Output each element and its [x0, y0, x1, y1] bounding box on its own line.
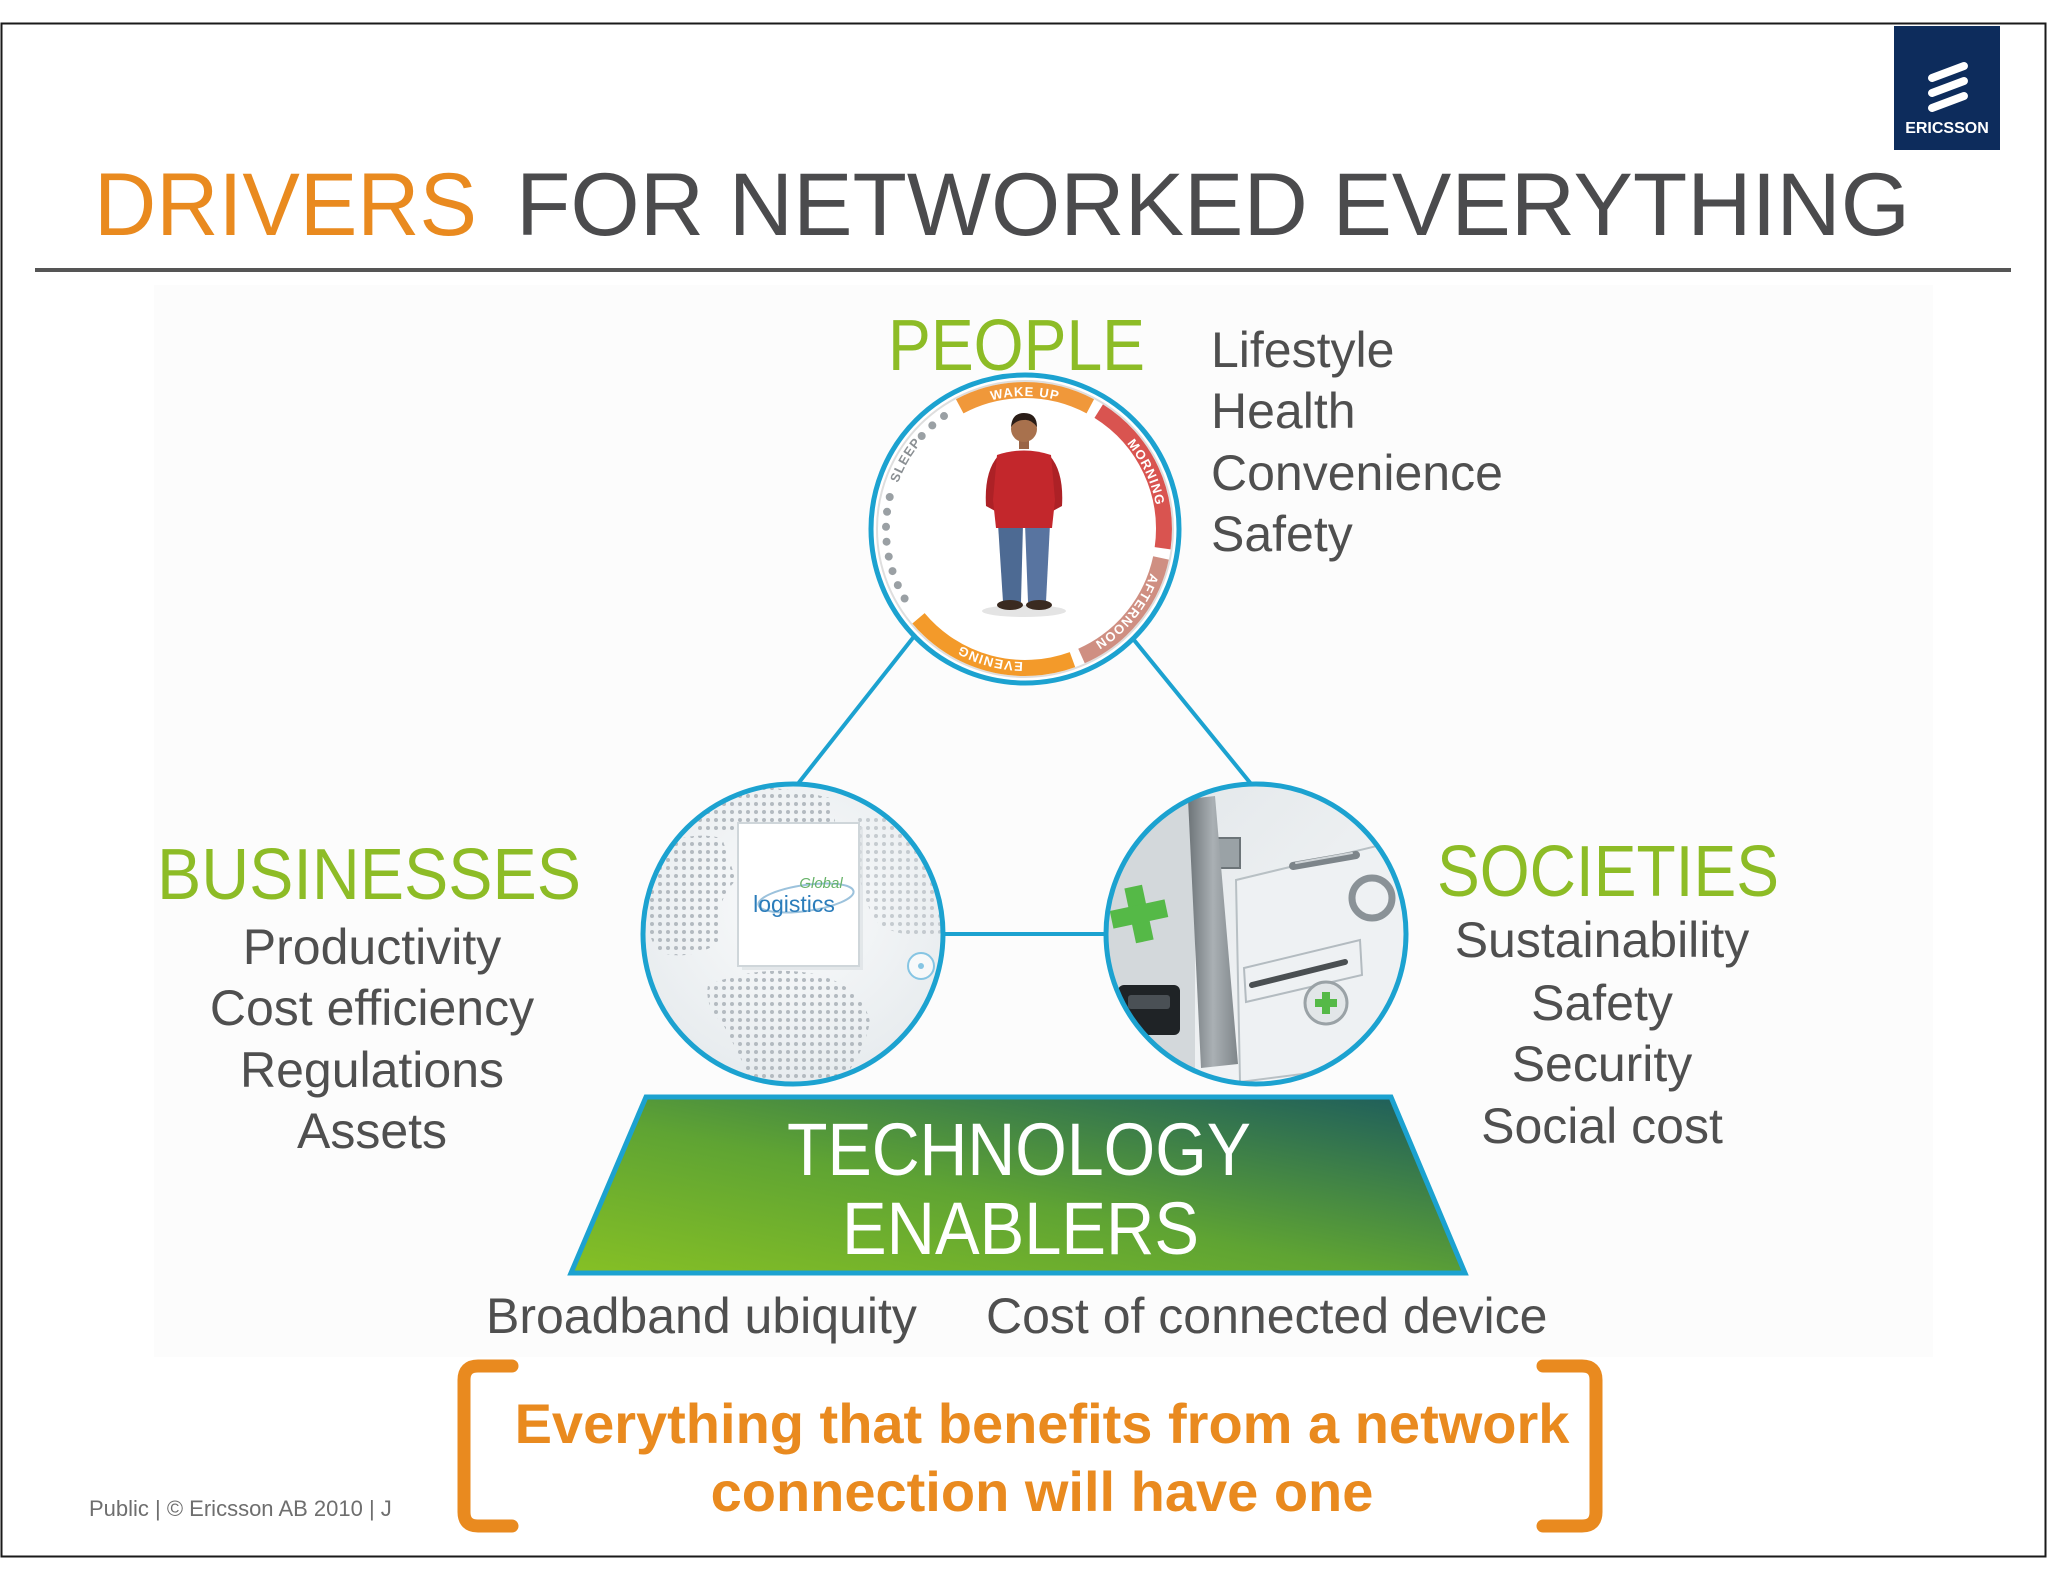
conclusion-callout: Everything that benefits from a network … — [457, 1359, 1603, 1533]
device-pin-highlight — [1295, 852, 1353, 864]
people-circle: WAKE UP MORNING AFTERNOON EVENING SLEEP — [868, 372, 1182, 686]
list-item: Security — [1512, 1036, 1693, 1092]
person-right-leg — [1025, 524, 1050, 602]
conclusion-line1: Everything that benefits from a network — [515, 1392, 1571, 1455]
societies-list: Sustainability Safety Security Social co… — [1455, 912, 1750, 1154]
list-item: Sustainability — [1455, 912, 1750, 968]
list-item: Productivity — [243, 919, 501, 975]
connector-people-businesses — [791, 618, 929, 792]
list-item: Social cost — [1481, 1098, 1723, 1154]
list-item: Cost efficiency — [210, 980, 534, 1036]
person-left-leg — [998, 524, 1023, 602]
logistics-swoosh — [757, 882, 855, 914]
logistics-card-line1: Global — [799, 875, 843, 892]
person-figure — [982, 413, 1066, 617]
device-pin — [1289, 851, 1360, 870]
map-land-west — [645, 835, 736, 956]
businesses-heading: BUSINESSES — [157, 835, 581, 915]
person-right-shoe — [1026, 600, 1052, 610]
enabler-device-cost: Cost of connected device — [986, 1288, 1547, 1344]
title-rest: FOR NETWORKED EVERYTHING — [516, 154, 1910, 254]
list-item: Health — [1211, 383, 1356, 439]
ring-dots-lower — [882, 482, 909, 603]
businesses-circle: Global logistics — [640, 781, 946, 1087]
device-slot-recess — [1242, 938, 1364, 1004]
technology-title-line2: ENABLERS — [842, 1187, 1199, 1270]
list-item: Lifestyle — [1211, 322, 1394, 378]
device-green-cross-icon — [1108, 786, 1404, 1082]
technology-enablers-block: TECHNOLOGY ENABLERS — [567, 1094, 1469, 1276]
ring-outline — [876, 380, 1174, 678]
ericsson-logo: ERICSSON — [1894, 26, 2000, 150]
person-left-shoe — [997, 600, 1023, 610]
footer-text: Public | © Ericsson AB 2010 | J — [89, 1496, 392, 1521]
conclusion-line2: connection will have one — [711, 1460, 1374, 1523]
title-accent: DRIVERS — [94, 154, 477, 254]
businesses-circle-border — [640, 781, 946, 1087]
person-sweater — [993, 450, 1055, 528]
societies-circle-border — [1103, 781, 1409, 1087]
ring-dots-upper — [917, 404, 960, 440]
device-connector-inner — [1128, 995, 1170, 1009]
device-ring — [1348, 874, 1396, 922]
people-list: Lifestyle Health Convenience Safety — [1211, 322, 1503, 562]
ring-band-wake-up — [955, 382, 1095, 414]
logistics-card — [737, 822, 860, 967]
logistics-card-line2: logistics — [753, 891, 835, 917]
ring-band-morning — [1094, 404, 1172, 550]
device-button-cross-icon — [1315, 992, 1337, 1014]
title-underline — [35, 268, 2011, 272]
triangle-connectors — [791, 618, 1258, 936]
businesses-list: Productivity Cost efficiency Regulations… — [210, 919, 534, 1159]
people-circle-fill — [871, 375, 1179, 683]
device-slab — [1188, 796, 1238, 1068]
people-heading: PEOPLE — [888, 306, 1145, 386]
ring-band-evening — [912, 613, 1076, 676]
connector-people-societies — [1119, 622, 1258, 792]
list-item: Regulations — [240, 1042, 504, 1098]
left-bracket-icon — [457, 1359, 519, 1533]
list-item: Convenience — [1211, 445, 1503, 501]
societies-circle — [1103, 781, 1409, 1087]
list-item: Safety — [1531, 975, 1673, 1031]
technology-title-line1: TECHNOLOGY — [787, 1108, 1251, 1191]
ericsson-logo-icon — [1928, 62, 1968, 112]
world-map-logistics-icon: Global logistics — [645, 786, 941, 1082]
societies-heading: SOCIETIES — [1437, 832, 1779, 912]
map-land-africa — [707, 970, 870, 1082]
list-item: Assets — [297, 1103, 447, 1159]
map-location-marker-dot — [918, 963, 924, 969]
list-item: Safety — [1211, 506, 1353, 562]
person-neck — [1019, 440, 1029, 449]
ring-band-afternoon — [1078, 556, 1169, 664]
people-circle-border — [868, 372, 1182, 686]
logo-wordmark: ERICSSON — [1905, 120, 1989, 137]
green-cross-icon — [1109, 884, 1169, 944]
person-hair — [1011, 413, 1037, 427]
enabler-broadband: Broadband ubiquity — [486, 1288, 917, 1344]
right-bracket-icon — [1536, 1359, 1603, 1533]
person-shadow — [982, 605, 1066, 617]
device-slot — [1249, 959, 1348, 988]
person-head — [1011, 416, 1037, 442]
technology-trapezoid — [567, 1094, 1469, 1276]
